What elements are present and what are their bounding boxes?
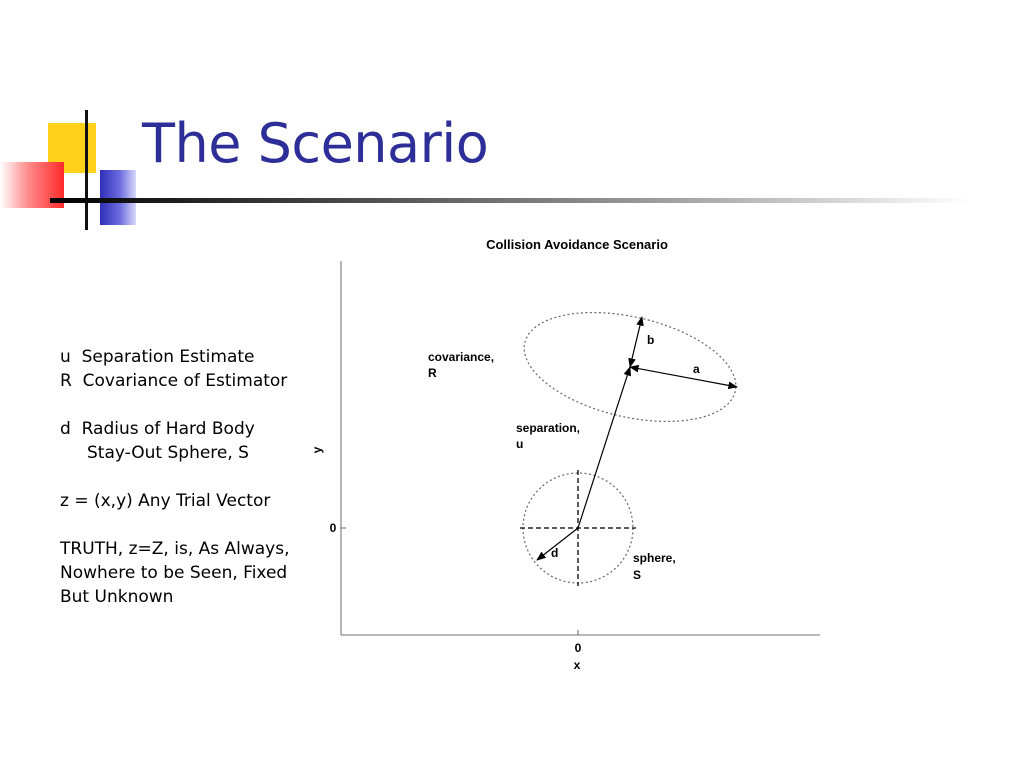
legend-line-z: z = (x,y) Any Trial Vector (60, 491, 271, 511)
legend-spacer (60, 513, 320, 537)
legend-line-truth-2: Nowhere to be Seen, Fixed (60, 563, 288, 583)
semi-axis-a (629, 364, 738, 390)
radius-d-label: d (551, 546, 558, 560)
slide-logo (0, 105, 140, 230)
semi-axis-b (628, 316, 644, 368)
title-underline (50, 198, 970, 203)
legend-line-r: R Covariance of Estimator (60, 371, 288, 391)
radius-vector-d (536, 527, 579, 561)
legend-spacer (60, 393, 320, 417)
separation-label: separation, (516, 421, 580, 435)
legend-line-u: u Separation Estimate (60, 347, 255, 367)
separation-vector-u (577, 366, 631, 529)
legend-line-truth-1: TRUTH, z=Z, is, As Always, (60, 539, 290, 559)
legend-spacer (60, 465, 320, 489)
legend-line-truth-3: But Unknown (60, 587, 174, 607)
figure-title: Collision Avoidance Scenario (486, 237, 668, 252)
y-axis-label: y (310, 446, 324, 453)
legend-text-block: u Separation Estimate R Covariance of Es… (60, 345, 320, 609)
sphere-label: sphere, (633, 551, 676, 565)
y-tick-label: 0 (330, 521, 337, 535)
legend-line-sphere: Stay-Out Sphere, S (60, 443, 249, 463)
logo-vertical-bar (85, 110, 88, 230)
separation-label-symbol: u (516, 437, 523, 451)
sphere-label-symbol: S (633, 568, 641, 582)
logo-blue-square (100, 170, 136, 225)
slide-title: The Scenario (142, 112, 489, 175)
semi-axis-b-label: b (647, 333, 654, 347)
covariance-label-symbol: R (428, 366, 437, 380)
covariance-label: covariance, (428, 350, 494, 364)
x-tick-label: 0 (575, 641, 582, 655)
semi-axis-a-label: a (693, 362, 700, 376)
collision-avoidance-diagram: Collision Avoidance Scenario 0 0 x y cov… (310, 237, 820, 672)
legend-line-d: d Radius of Hard Body (60, 419, 255, 439)
x-axis-label: x (574, 658, 581, 672)
